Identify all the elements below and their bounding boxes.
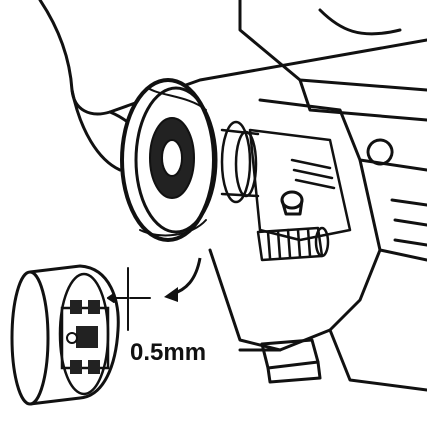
housing-pin [280, 190, 304, 216]
clutch-spring [220, 120, 260, 204]
clutch-drum [120, 78, 218, 242]
removal-arrow [164, 257, 202, 302]
drum-detail-view [10, 264, 120, 406]
measurement-label: 0.5mm [130, 339, 206, 366]
gap-indicator [107, 267, 151, 331]
crankshaft-thread [256, 226, 330, 262]
engine-housing [38, 0, 427, 392]
bar-stud [260, 338, 322, 384]
side-cover-plate [248, 128, 352, 242]
